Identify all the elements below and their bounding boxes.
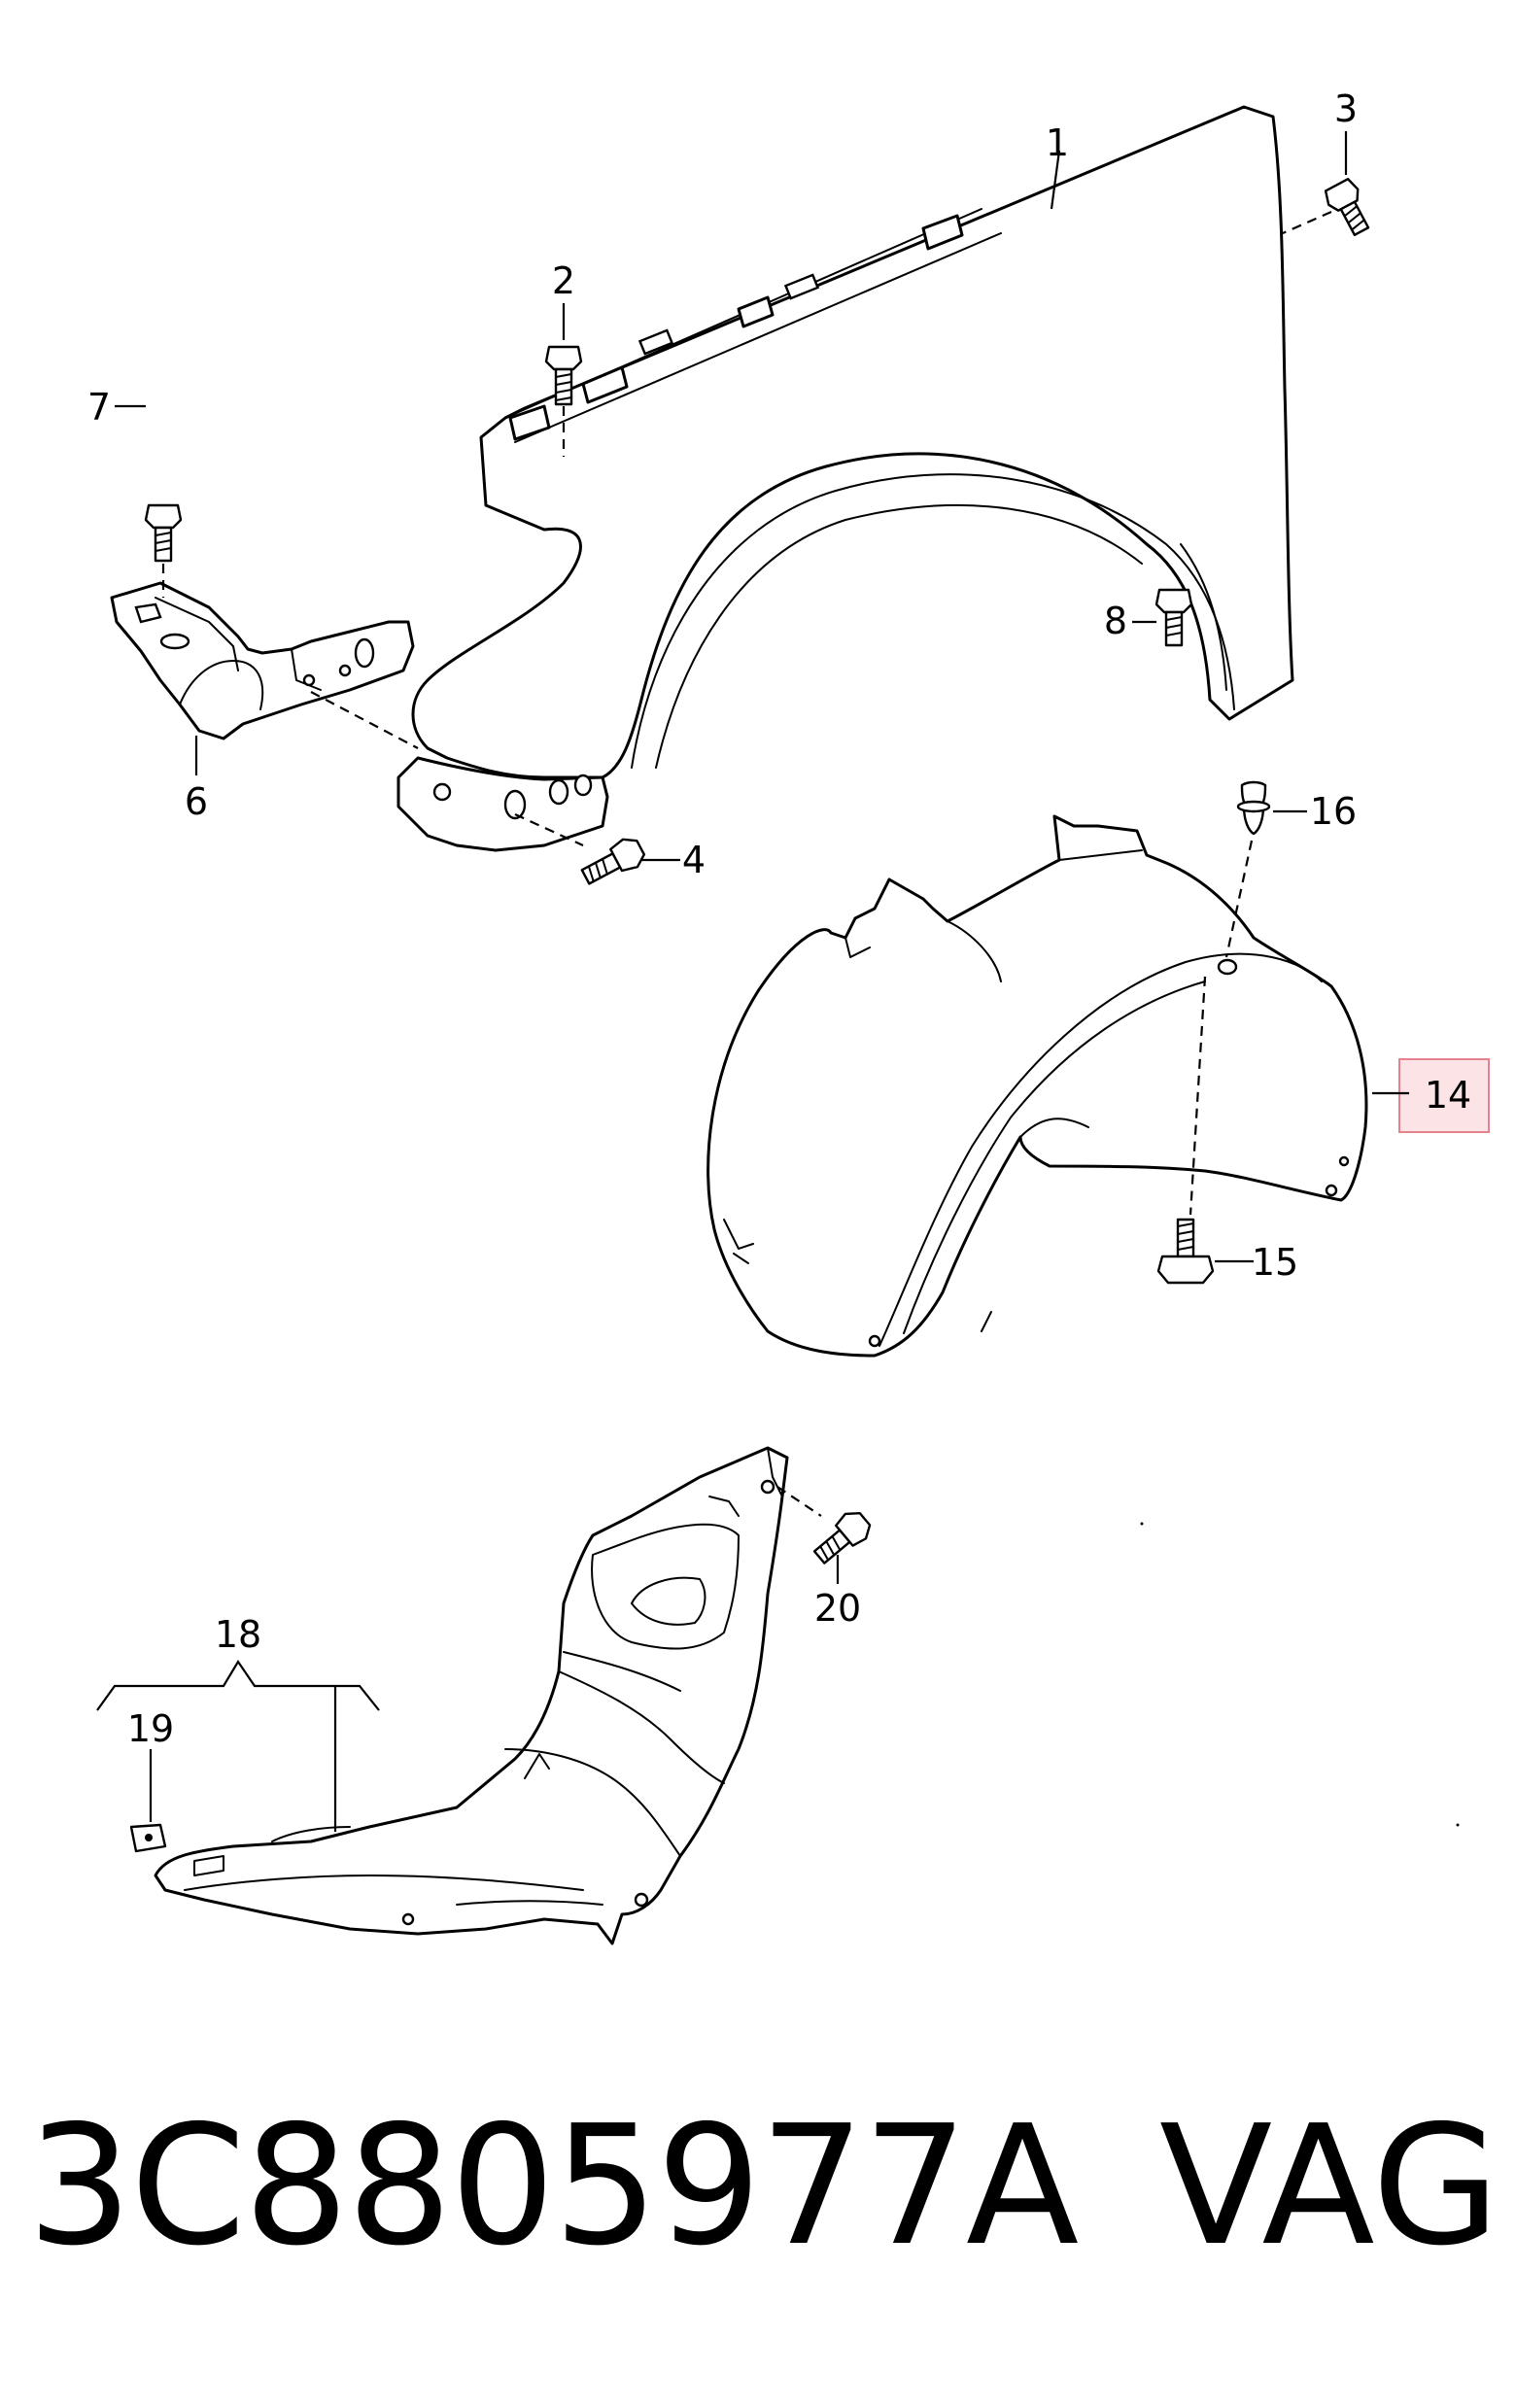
fender-panel	[396, 105, 1294, 852]
callout-18: 18	[215, 1613, 261, 1656]
callout-1: 1	[1046, 121, 1069, 164]
bolt-3	[1324, 178, 1370, 236]
leader-18	[96, 1659, 380, 1832]
bolt-15	[1156, 1218, 1215, 1285]
callout-7: 7	[87, 386, 111, 429]
callout-15: 15	[1252, 1241, 1298, 1284]
callout-14-highlight	[1398, 1058, 1490, 1133]
clip-16	[1236, 780, 1271, 836]
bolt-8	[1154, 588, 1193, 647]
leader-1	[1050, 150, 1061, 210]
callout-19: 19	[127, 1707, 174, 1750]
bolt-7	[144, 503, 183, 563]
callout-14: 14	[1425, 1074, 1471, 1117]
brand-label: VAG	[1159, 2090, 1500, 2283]
lower-liner-18	[154, 1446, 789, 1945]
wheel-housing-liner-14	[706, 814, 1368, 1358]
bracket-6	[110, 581, 415, 740]
callout-4: 4	[682, 839, 706, 881]
callout-8: 8	[1104, 600, 1127, 642]
nut-19	[129, 1823, 167, 1853]
bolt-4	[580, 838, 646, 885]
bolt-2	[544, 345, 583, 406]
callout-20: 20	[814, 1587, 861, 1630]
callout-3: 3	[1334, 87, 1358, 130]
callout-6: 6	[185, 780, 208, 823]
part-caption: 3C8805977A VAG	[27, 2089, 1499, 2284]
part-number: 3C8805977A	[27, 2090, 1079, 2283]
callout-16: 16	[1310, 790, 1357, 833]
callout-2: 2	[552, 259, 575, 302]
bolt-20	[812, 1511, 872, 1565]
